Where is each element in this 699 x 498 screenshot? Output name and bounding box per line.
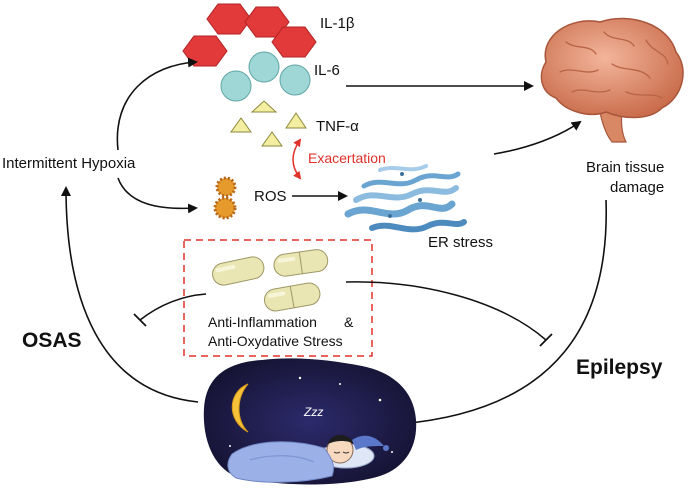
circle-icon [220,70,252,102]
crescent-moon-icon [231,383,249,433]
anti-oxydative-label: Anti-Oxydative Stress [208,333,343,349]
er-stress-label: ER stress [428,234,493,251]
arrow-sleeper-to-hypoxia [61,186,199,403]
triangle-icon [250,100,278,113]
il6-circles [220,51,311,102]
tnfa-label: TNF-α [316,118,359,135]
il1b-hexagons [182,3,317,67]
inhibit-epilepsy-line [345,281,547,341]
brain-tissue-label-line1: Brain tissue [586,159,664,176]
brain-icon [540,17,684,143]
endoplasmic-reticulum-icon [344,164,467,233]
hexagon-icon [206,3,252,35]
inhibit-epilepsy-bar [539,333,553,347]
il1b-label: IL-1β [320,15,355,32]
hexagon-icon [182,35,228,67]
triangle-icon [261,131,283,147]
osas-label: OSAS [22,329,82,352]
pill-icon [212,249,329,312]
sleeping-person-icon: Zzz [203,358,417,485]
hexagon-icon [271,26,317,58]
arrow-er-to-brain [493,120,582,155]
exacerbation-label: Exacertation [308,150,386,166]
inhibit-osas-line [139,293,207,321]
arrow-hypoxia-to-cytokines [116,57,198,151]
circle-icon [248,51,280,83]
intermittent-hypoxia-label: Intermittent Hypoxia [2,155,136,172]
treatment-box [183,239,373,357]
arrow-brain-to-sleeper [398,199,607,429]
exacerbation-arrow [292,138,302,180]
brain-tissue-label-line2: damage [610,179,664,196]
epilepsy-label: Epilepsy [576,356,663,379]
anti-inflammation-label: Anti-Inflammation [208,314,317,330]
ampersand-label: & [344,314,354,330]
tnfa-triangles [230,100,307,147]
circle-icon [279,64,311,96]
triangle-icon [285,112,307,129]
ros-icon [213,176,237,220]
snore-label: Zzz [303,405,323,419]
ros-label: ROS [254,188,287,205]
arrow-hypoxia-to-ros [117,177,198,214]
triangle-icon [230,117,252,133]
inhibit-osas-bar [133,313,147,327]
il6-label: IL-6 [314,62,340,79]
